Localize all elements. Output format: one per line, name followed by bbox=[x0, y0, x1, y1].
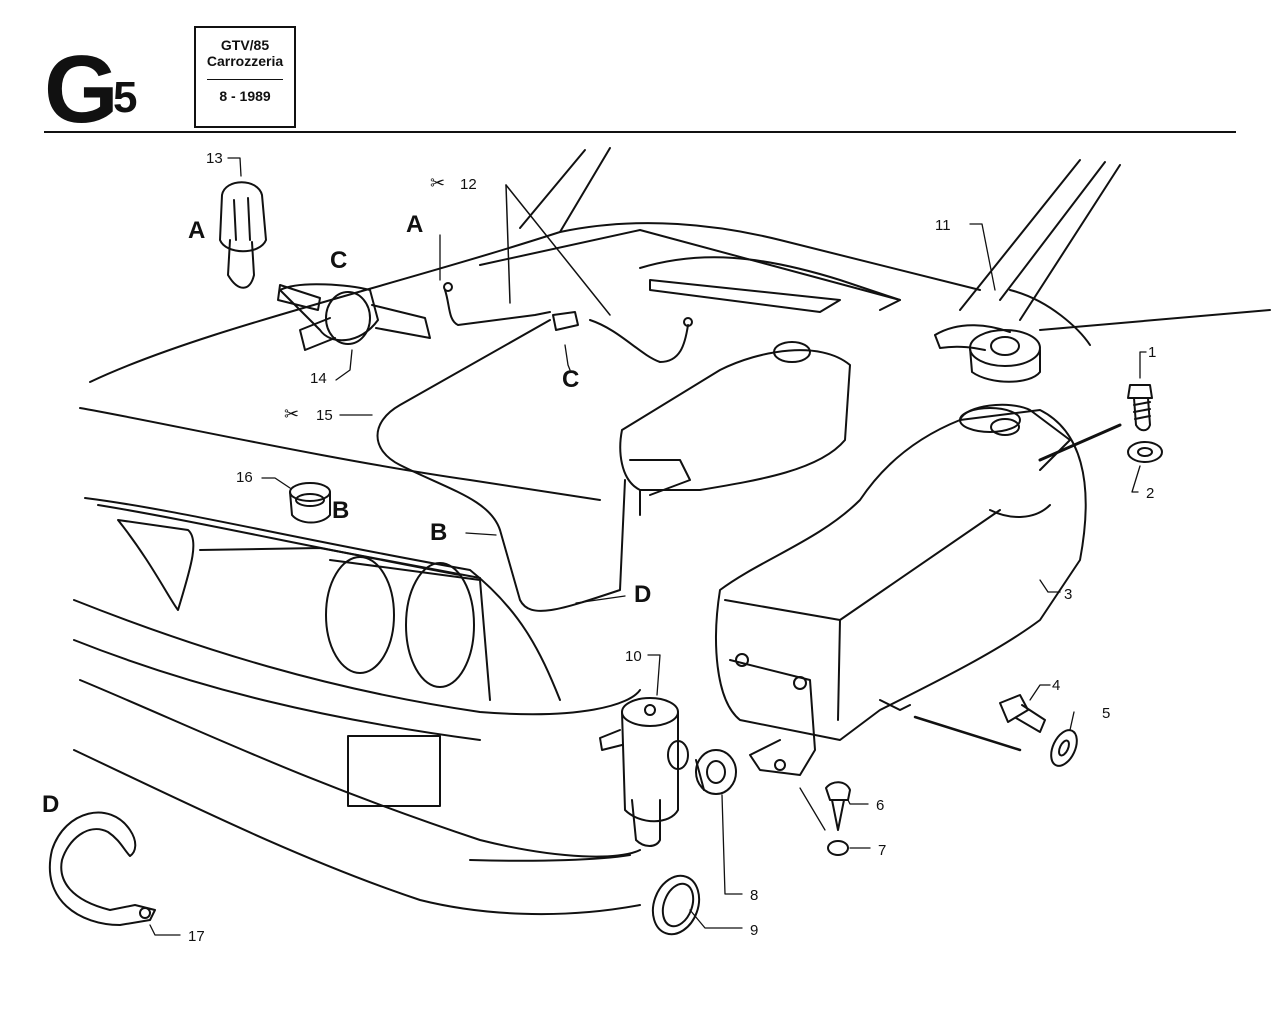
cut-symbols: ✂ ✂ bbox=[284, 173, 445, 424]
car-body-outline bbox=[73, 147, 1271, 916]
callout-6: 6 bbox=[876, 797, 884, 814]
part-2-washer bbox=[1127, 441, 1163, 463]
detail-letters: A A B B C C D D bbox=[42, 211, 651, 818]
callout-8: 8 bbox=[750, 887, 758, 904]
model-code: GTV/85 bbox=[220, 37, 270, 53]
part-3-washer-reservoir bbox=[715, 403, 1122, 776]
callout-10: 10 bbox=[625, 648, 642, 665]
part-7-nut bbox=[827, 840, 849, 856]
part-4-bolt bbox=[999, 694, 1046, 733]
group-name: Carrozzeria bbox=[206, 53, 284, 69]
part-1-bolt bbox=[1127, 384, 1153, 432]
title-block: GTV/85 Carrozzeria 8 - 1989 bbox=[194, 26, 296, 128]
detail-letter-b-grommet: B bbox=[332, 497, 349, 524]
detail-letter-a-hose: A bbox=[406, 211, 423, 238]
callout-17: 17 bbox=[188, 928, 205, 945]
callout-5: 5 bbox=[1102, 705, 1110, 722]
callout-14: 14 bbox=[310, 370, 327, 387]
section-letter: G bbox=[44, 36, 119, 143]
leader-lines bbox=[149, 157, 1147, 936]
callout-3: 3 bbox=[1064, 586, 1072, 603]
detail-letter-c-hose: C bbox=[562, 366, 579, 393]
detail-letter-d-clip: D bbox=[42, 791, 59, 818]
edition-date: 8 - 1989 bbox=[219, 88, 271, 104]
part-14-t-connector bbox=[277, 283, 431, 351]
detail-letter-b-hose: B bbox=[430, 519, 447, 546]
callout-labels: 1 2 3 4 5 6 7 8 9 10 11 12 13 14 15 16 1… bbox=[188, 150, 1156, 945]
callout-15: 15 bbox=[316, 407, 333, 424]
part-6-screw bbox=[825, 781, 851, 831]
part-10-washer-pump bbox=[599, 697, 689, 847]
part-11-filler-cap bbox=[934, 324, 1041, 383]
detail-letter-a-nozzle: A bbox=[188, 217, 205, 244]
title-divider bbox=[207, 79, 283, 80]
detail-letter-c-connector: C bbox=[330, 247, 347, 274]
callout-12: 12 bbox=[460, 176, 477, 193]
part-17-hose-clip bbox=[49, 811, 156, 926]
part-8-pump-grommet bbox=[695, 749, 737, 795]
header-rule bbox=[44, 131, 1236, 133]
callout-1: 1 bbox=[1148, 344, 1156, 361]
scissors-icon-15: ✂ bbox=[284, 404, 299, 424]
callout-7: 7 bbox=[878, 842, 886, 859]
callout-4: 4 bbox=[1052, 677, 1060, 694]
callout-16: 16 bbox=[236, 469, 253, 486]
scissors-icon-12: ✂ bbox=[430, 173, 445, 193]
reservoir-background bbox=[619, 341, 851, 516]
part-15-long-hose bbox=[376, 319, 626, 612]
callout-13: 13 bbox=[206, 150, 223, 167]
callout-9: 9 bbox=[750, 922, 758, 939]
part-9-seal-ring bbox=[651, 874, 701, 936]
section-number: 5 bbox=[113, 73, 138, 122]
part-13-washer-nozzle bbox=[219, 181, 267, 289]
part-16-grommet bbox=[289, 482, 331, 524]
part-12-hose-set bbox=[443, 184, 693, 363]
callout-2: 2 bbox=[1146, 485, 1154, 502]
part-5-washer bbox=[1050, 729, 1078, 767]
callout-11: 11 bbox=[935, 217, 951, 234]
detail-letter-d-hose: D bbox=[634, 581, 651, 608]
